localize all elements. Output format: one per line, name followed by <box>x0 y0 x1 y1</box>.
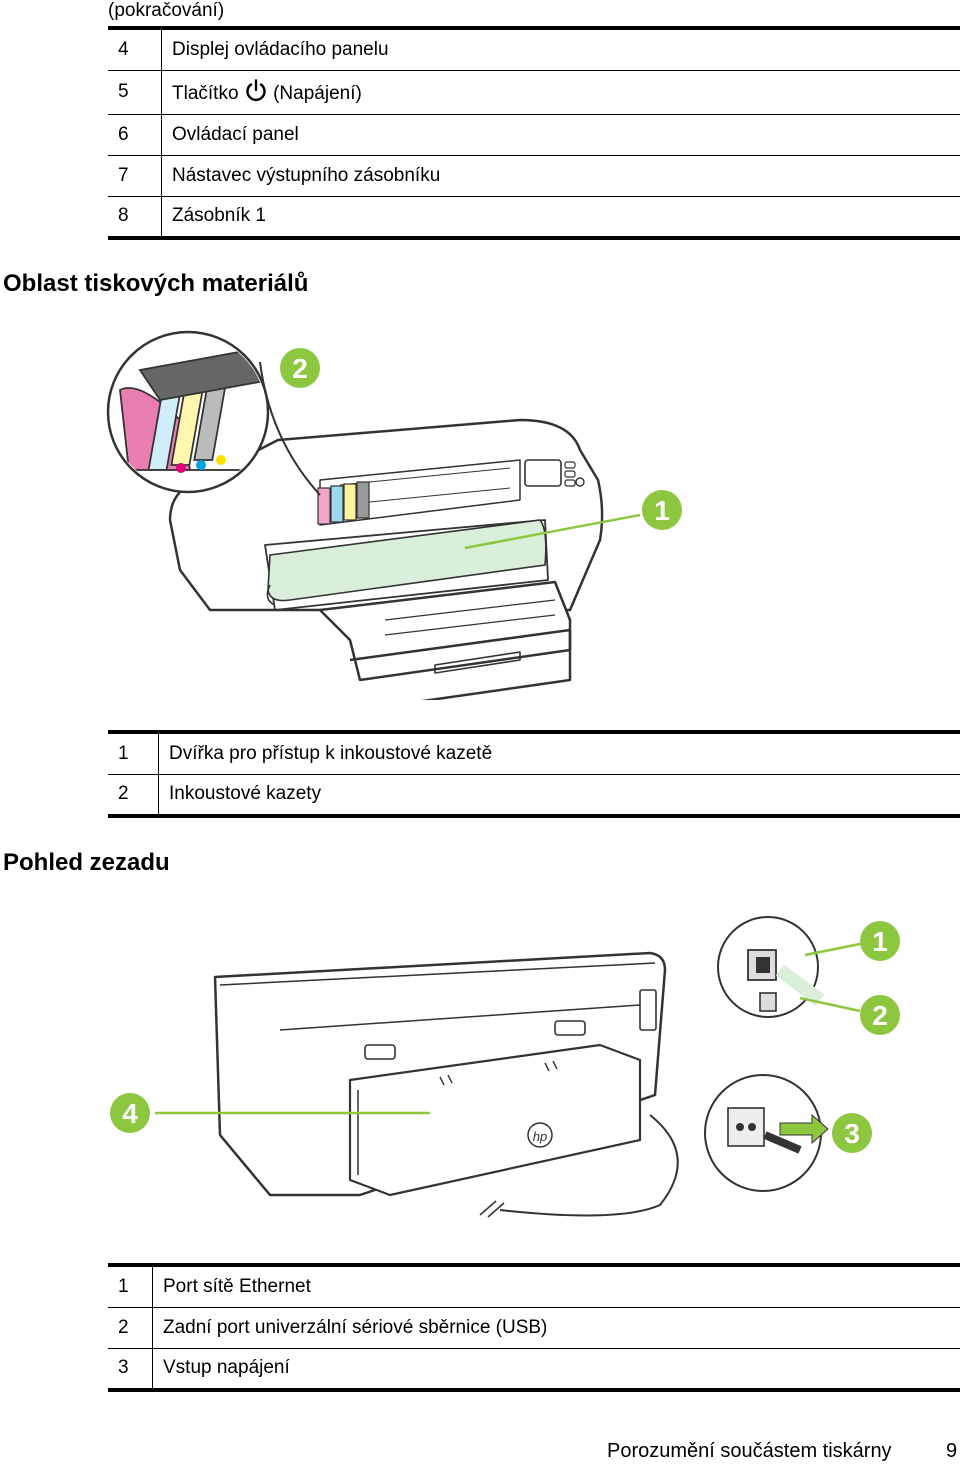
callout-2-rear: 2 <box>860 995 900 1035</box>
power-icon <box>246 79 266 102</box>
table-row: 3 Vstup napájení <box>108 1348 960 1390</box>
row-text: Nástavec výstupního zásobníku <box>172 164 441 186</box>
callout-number: 3 <box>844 1118 860 1149</box>
callout-number: 4 <box>122 1098 138 1129</box>
row-number: 8 <box>108 196 162 238</box>
callout-2-supplies: 2 <box>280 348 320 388</box>
printer-front-illustration: 1 2 <box>106 330 682 700</box>
table-row: 5 Tlačítko (Napájení) <box>108 70 960 114</box>
parts-table-rear: 1 Port sítě Ethernet 2 Zadní port univer… <box>108 1263 960 1392</box>
section-title-rear: Pohled zezadu <box>3 849 170 876</box>
row-number: 2 <box>108 774 159 816</box>
continuation-label: (pokračování) <box>108 0 225 21</box>
parts-table-supplies: 1 Dvířka pro přístup k inkoustové kazetě… <box>108 730 960 818</box>
callout-1-rear: 1 <box>860 921 900 961</box>
row-text: Ovládací panel <box>172 123 299 145</box>
table-row: 8 Zásobník 1 <box>108 196 960 238</box>
table-row: 7 Nástavec výstupního zásobníku <box>108 155 960 196</box>
callout-number: 1 <box>872 926 888 957</box>
row-number: 3 <box>108 1348 153 1390</box>
callout-number: 2 <box>872 1000 888 1031</box>
row-number: 7 <box>108 155 162 196</box>
row-text: Port sítě Ethernet <box>163 1275 311 1297</box>
row-text: Inkoustové kazety <box>169 783 322 805</box>
callout-1-supplies: 1 <box>642 490 682 530</box>
table-row: 1 Dvířka pro přístup k inkoustové kazetě <box>108 732 960 774</box>
callout-number: 2 <box>292 353 308 384</box>
table-row: 4 Displej ovládacího panelu <box>108 28 960 70</box>
row-text: Zásobník 1 <box>172 205 266 227</box>
table-row: 1 Port sítě Ethernet <box>108 1265 960 1307</box>
table-row: 2 Zadní port univerzální sériové sběrnic… <box>108 1307 960 1348</box>
row-number: 6 <box>108 114 162 155</box>
table-row: 2 Inkoustové kazety <box>108 774 960 816</box>
row-text: Displej ovládacího panelu <box>172 38 389 60</box>
row-text-power: Tlačítko (Napájení) <box>162 70 960 114</box>
callout-4-rear: 4 <box>110 1093 150 1133</box>
row-number: 1 <box>108 1265 153 1307</box>
row-text: Zadní port univerzální sériové sběrnice … <box>163 1316 548 1338</box>
row-text: Vstup napájení <box>163 1357 290 1379</box>
power-label-after: (Napájení) <box>273 83 362 104</box>
row-number: 4 <box>108 28 162 70</box>
hp-logo-icon: hp <box>533 1129 547 1144</box>
printer-rear-illustration: hp 4 1 2 3 <box>110 916 900 1218</box>
page-number: 9 <box>946 1440 958 1462</box>
parts-table-front: 4 Displej ovládacího panelu 5 Tlačítko (… <box>108 26 960 240</box>
power-label-before: Tlačítko <box>172 83 239 104</box>
section-title-supplies: Oblast tiskových materiálů <box>3 270 309 297</box>
row-number: 2 <box>108 1307 153 1348</box>
footer-title: Porozumění součástem tiskárny <box>607 1440 892 1462</box>
callout-3-rear: 3 <box>832 1113 872 1153</box>
row-number: 5 <box>108 70 162 114</box>
callout-number: 1 <box>654 495 670 526</box>
row-text: Dvířka pro přístup k inkoustové kazetě <box>169 742 493 764</box>
table-row: 6 Ovládací panel <box>108 114 960 155</box>
row-number: 1 <box>108 732 159 774</box>
